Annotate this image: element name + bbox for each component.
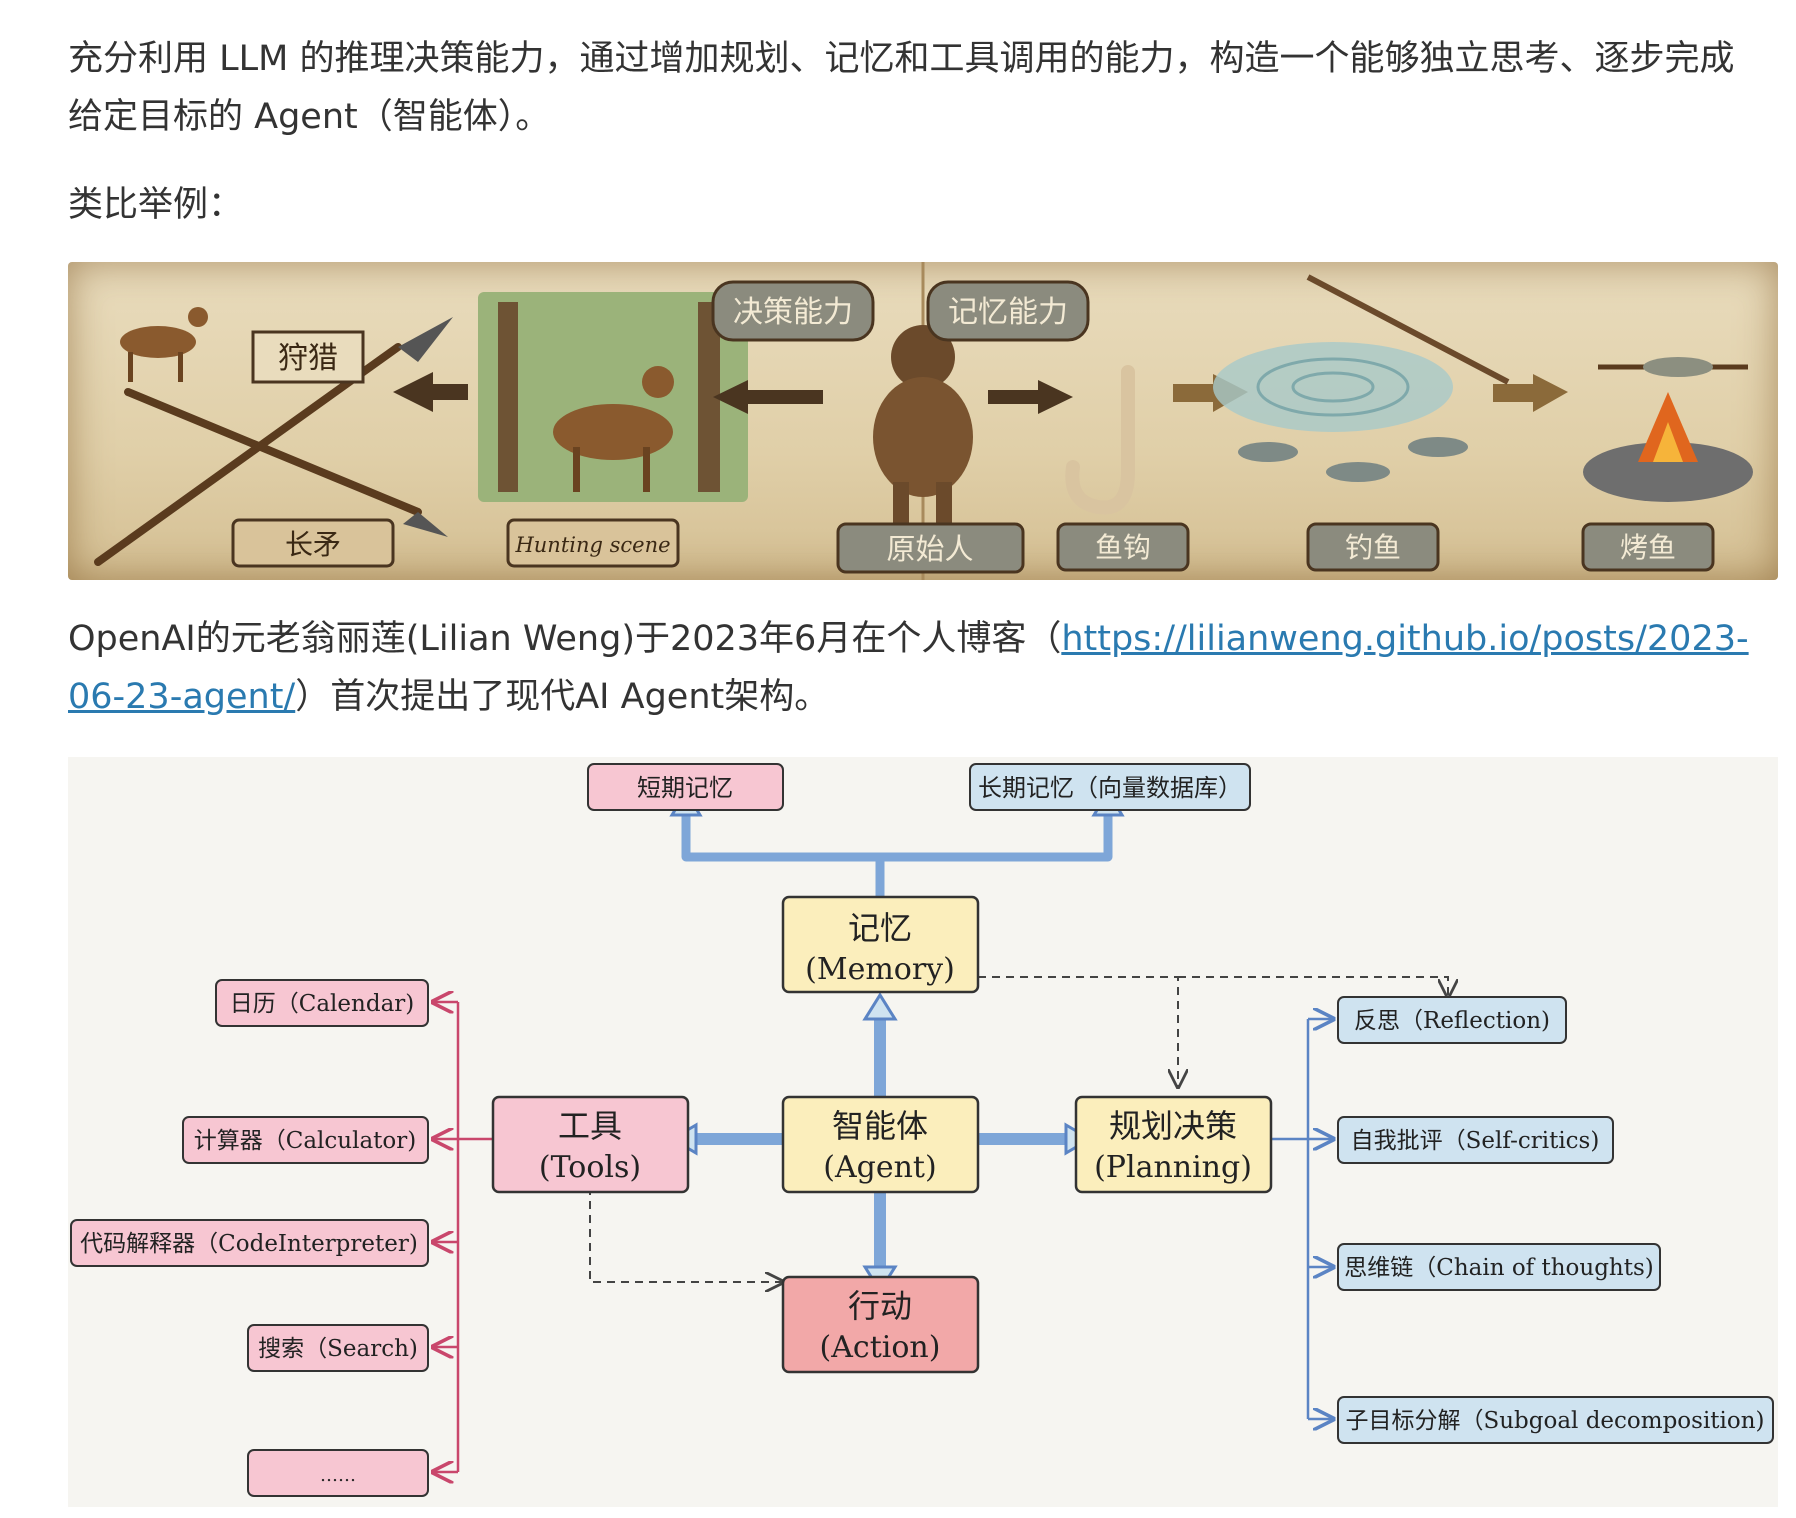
node-short-memory-label: 短期记忆	[637, 774, 733, 802]
plaque-decision: 决策能力	[711, 280, 875, 342]
node-memory: 记忆 (Memory)	[781, 895, 980, 994]
plaque-roast: 烤鱼	[1581, 522, 1715, 572]
analogy-illustration: 狩猎 长矛 Hunting scene 决策能力 记忆能力 原始人 鱼钩 钓鱼	[68, 262, 1778, 580]
node-memory-title: 记忆	[848, 909, 912, 947]
planning-item-chain-of-thoughts-label: 思维链（Chain of thoughts)	[1344, 1255, 1654, 1281]
source-prefix: OpenAI的元老翁丽莲(Lilian Weng)于2023年6月在个人博客（	[68, 619, 1062, 659]
plaque-caveman-label: 原始人	[886, 532, 973, 566]
node-action: 行动 (Action)	[781, 1275, 980, 1374]
tools-item-calculator-label: 计算器（Calculator)	[194, 1128, 417, 1154]
node-action-title: 行动	[848, 1287, 912, 1325]
plaque-fishing-label: 钓鱼	[1345, 531, 1401, 564]
node-long-memory: 长期记忆（向量数据库）	[969, 763, 1251, 811]
node-planning-subtitle: (Planning)	[1094, 1150, 1252, 1185]
node-tools-subtitle: (Tools)	[539, 1150, 641, 1185]
node-planning-title: 规划决策	[1109, 1107, 1237, 1145]
plaque-scene: Hunting scene	[506, 518, 680, 568]
planning-item-subgoal-decomposition: 子目标分解（Subgoal decomposition)	[1337, 1396, 1774, 1444]
tools-item-calendar: 日历（Calendar)	[215, 979, 429, 1027]
node-memory-subtitle: (Memory)	[805, 952, 955, 987]
planning-item-subgoal-decomposition-label: 子目标分解（Subgoal decomposition)	[1345, 1408, 1764, 1434]
fishing-image	[1213, 274, 1510, 482]
node-agent-subtitle: (Agent)	[823, 1150, 936, 1185]
intro-paragraph: 充分利用 LLM 的推理决策能力，通过增加规划、记忆和工具调用的能力，构造一个能…	[68, 39, 1735, 137]
campfire-icon	[1583, 357, 1753, 502]
planning-item-self-critics: 自我批评（Self-critics)	[1337, 1116, 1614, 1164]
deer-icon	[120, 307, 208, 382]
tools-item-code-interpreter-label: 代码解释器（CodeInterpreter)	[80, 1231, 418, 1257]
node-planning: 规划决策 (Planning)	[1074, 1095, 1273, 1194]
plaque-roast-label: 烤鱼	[1620, 531, 1676, 564]
plaque-hook: 鱼钩	[1056, 522, 1190, 572]
tools-item-calculator: 计算器（Calculator)	[182, 1116, 429, 1164]
node-tools: 工具 (Tools)	[491, 1095, 690, 1194]
tools-item-code-interpreter: 代码解释器（CodeInterpreter)	[70, 1219, 429, 1267]
plaque-decision-label: 决策能力	[733, 295, 853, 330]
plaque-memory-label: 记忆能力	[948, 295, 1068, 330]
plaque-caveman: 原始人	[836, 522, 1025, 574]
planning-item-reflection-label: 反思（Reflection)	[1354, 1008, 1550, 1034]
agent-architecture-diagram: 短期记忆 长期记忆（向量数据库） 记忆 (Memory) 智能体 (Agent)…	[68, 757, 1778, 1507]
tools-item-search: 搜索（Search)	[247, 1324, 429, 1372]
plaque-scene-label: Hunting scene	[514, 533, 670, 557]
source-paragraph: OpenAI的元老翁丽莲(Lilian Weng)于2023年6月在个人博客（h…	[68, 610, 1768, 726]
plaque-memory: 记忆能力	[926, 280, 1090, 342]
hunting-scene-image	[478, 292, 748, 502]
fish-hook-icon	[1065, 365, 1135, 515]
plaque-spear-label: 长矛	[285, 528, 341, 561]
node-short-memory: 短期记忆	[587, 763, 784, 811]
tools-item-search-label: 搜索（Search)	[258, 1336, 418, 1362]
analogy-heading: 类比举例：	[68, 185, 244, 225]
node-long-memory-label: 长期记忆（向量数据库）	[978, 774, 1242, 802]
plaque-hunt: 狩猎	[251, 330, 365, 384]
source-link[interactable]: https://lilianweng.github.io/posts/2023-…	[68, 619, 1749, 717]
planning-item-self-critics-label: 自我批评（Self-critics)	[1351, 1128, 1600, 1154]
node-agent-title: 智能体	[832, 1107, 928, 1145]
planning-item-reflection: 反思（Reflection)	[1337, 996, 1567, 1044]
tools-item-calendar-label: 日历（Calendar)	[230, 991, 415, 1017]
plaque-hunt-label: 狩猎	[278, 341, 338, 376]
tools-item-more: ……	[247, 1449, 429, 1497]
planning-item-chain-of-thoughts: 思维链（Chain of thoughts)	[1337, 1243, 1661, 1291]
node-action-subtitle: (Action)	[820, 1330, 941, 1365]
plaque-spear: 长矛	[231, 518, 395, 568]
plaque-hook-label: 鱼钩	[1095, 531, 1151, 564]
node-agent: 智能体 (Agent)	[781, 1095, 980, 1194]
source-suffix: ）首次提出了现代AI Agent架构。	[295, 677, 830, 717]
plaque-fishing: 钓鱼	[1306, 522, 1440, 572]
node-tools-title: 工具	[558, 1107, 622, 1145]
tools-item-more-label: ……	[320, 1465, 356, 1486]
